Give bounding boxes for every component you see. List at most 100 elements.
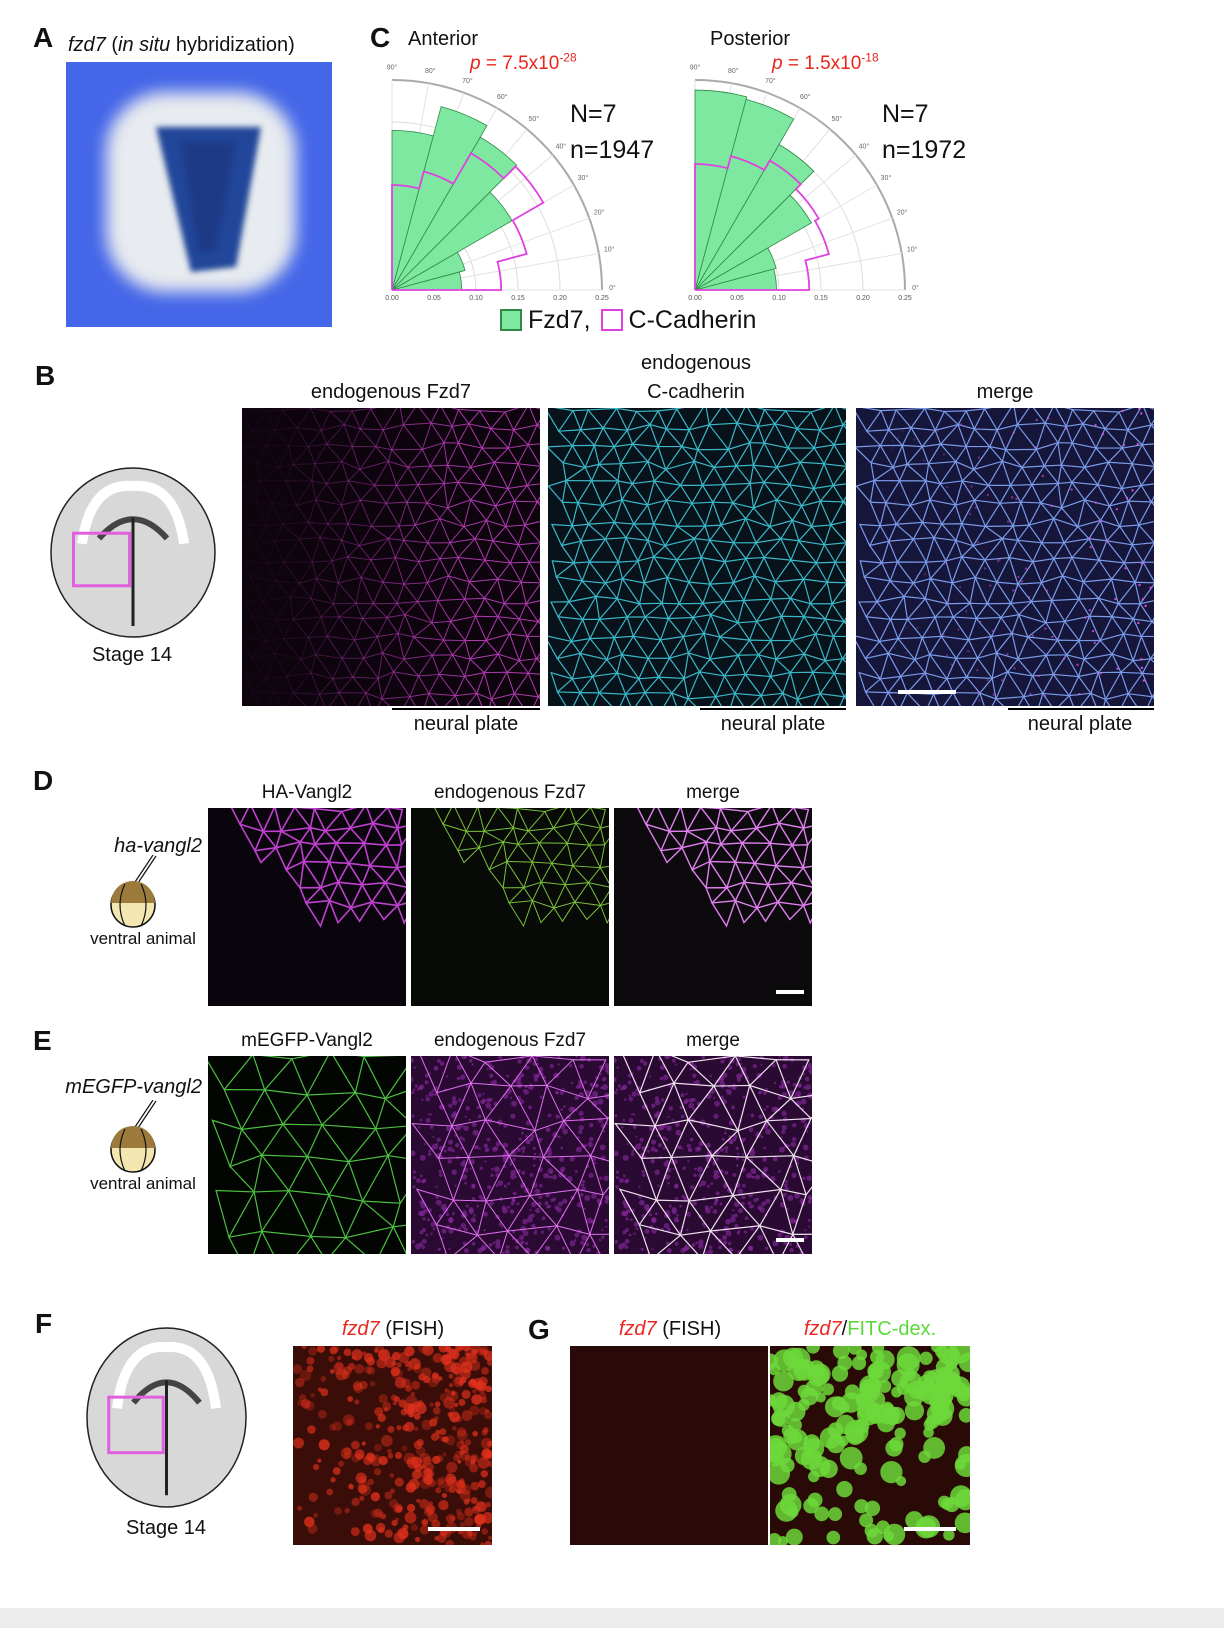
signal-speckle xyxy=(803,1235,808,1240)
cell-outline xyxy=(438,517,465,544)
cell-outline xyxy=(1043,422,1068,444)
cell-outline xyxy=(789,671,814,702)
cell-outline xyxy=(419,408,440,425)
cell-outline xyxy=(483,1056,533,1087)
cell-outline xyxy=(353,635,379,660)
cell-outline xyxy=(802,902,812,925)
cell-outline xyxy=(425,502,449,520)
cell-outline xyxy=(483,559,512,580)
signal-speckle xyxy=(714,1198,719,1203)
cell-outline xyxy=(733,692,763,706)
injected-embryo-icon xyxy=(110,1100,157,1173)
signal-speckle xyxy=(512,1157,516,1162)
cell-outline xyxy=(747,408,766,428)
cell-outline xyxy=(1016,654,1048,677)
signal-speckle xyxy=(557,1063,560,1066)
radial-gridline xyxy=(391,79,603,291)
fzd7-puncta xyxy=(1099,672,1103,675)
signal-speckle xyxy=(425,1118,431,1124)
fish-signal xyxy=(320,1388,329,1397)
cell-outline xyxy=(396,902,406,925)
signal-speckle xyxy=(578,1110,584,1116)
cell-outline xyxy=(887,538,915,564)
signal-speckle xyxy=(799,1198,805,1203)
fish-signal xyxy=(446,1461,458,1473)
cell-outline xyxy=(363,842,388,868)
signal-speckle xyxy=(762,1090,768,1095)
signal-speckle xyxy=(437,1247,441,1252)
signal-speckle xyxy=(698,1239,704,1245)
signal-speckle xyxy=(778,1084,783,1089)
cadherin-outline xyxy=(694,155,830,291)
cell-outline xyxy=(446,499,472,528)
embryo-illustration xyxy=(106,92,296,292)
fish-signal xyxy=(467,1379,477,1388)
cell-outline xyxy=(1116,603,1142,621)
cell-outline xyxy=(892,463,909,483)
cell-outline xyxy=(358,460,390,487)
fzd7-puncta xyxy=(881,487,885,491)
fzd7-puncta xyxy=(959,423,963,426)
signal-speckle xyxy=(714,1100,720,1107)
fish-signal xyxy=(317,1458,322,1463)
signal-speckle xyxy=(715,1191,720,1196)
cell-outline xyxy=(252,1056,294,1092)
title-rest: hybridization) xyxy=(170,34,295,56)
cell-outline xyxy=(538,842,569,865)
cell-outline xyxy=(531,861,553,884)
fish-signal xyxy=(297,1505,303,1511)
fish-signal xyxy=(438,1376,443,1381)
fish-signal xyxy=(482,1512,492,1524)
fish-signal xyxy=(459,1489,471,1501)
signal-speckle xyxy=(605,1225,608,1228)
signal-speckle xyxy=(439,1061,445,1066)
signal-speckle xyxy=(723,1131,727,1135)
cell-outline xyxy=(326,523,349,542)
signal-speckle xyxy=(723,1240,728,1245)
cell-outline xyxy=(708,422,738,451)
cell-outline xyxy=(786,447,816,464)
signal-speckle xyxy=(452,1114,455,1117)
cell-outline xyxy=(668,652,690,680)
signal-speckle xyxy=(436,1137,441,1142)
cell-outline xyxy=(562,1117,609,1157)
signal-speckle xyxy=(429,1113,432,1116)
cell-outline xyxy=(1045,654,1068,676)
cell-outline xyxy=(586,521,616,540)
cell-outline xyxy=(451,423,470,445)
cell-outline xyxy=(470,1082,512,1121)
cell-outline xyxy=(402,422,432,451)
signal-speckle xyxy=(473,1214,476,1217)
merge-micrograph-e xyxy=(614,1056,812,1254)
cadherin-micrograph xyxy=(548,408,846,706)
fzd7-puncta xyxy=(1089,545,1092,549)
cell-outline xyxy=(802,825,812,847)
cell-outline xyxy=(760,692,785,706)
cell-outline xyxy=(548,479,567,504)
signal-speckle xyxy=(631,1091,637,1097)
fzd7-puncta xyxy=(967,489,971,493)
fish-signal xyxy=(367,1366,376,1375)
cell-outline xyxy=(735,422,760,444)
cell-outline xyxy=(925,560,948,580)
fish-signal xyxy=(421,1519,429,1526)
panel-label-d: D xyxy=(33,765,54,796)
cell-outline xyxy=(983,408,1012,431)
cell-outline xyxy=(315,578,339,606)
fish-signal xyxy=(481,1367,489,1375)
panel-label-c: C xyxy=(370,22,391,53)
fzd7-puncta xyxy=(1045,589,1048,592)
signal-speckle xyxy=(628,1118,634,1124)
cell-outline xyxy=(682,632,706,655)
signal-speckle xyxy=(628,1096,634,1102)
cell-membranes xyxy=(856,408,1154,706)
cell-outline xyxy=(932,536,957,563)
cell-outline xyxy=(550,523,574,547)
signal-speckle xyxy=(624,1098,627,1101)
fish-signal xyxy=(404,1511,417,1524)
signal-speckle xyxy=(515,1245,519,1250)
signal-speckle xyxy=(734,1223,739,1229)
fzd7-puncta xyxy=(977,691,980,694)
injection-needle xyxy=(135,855,157,887)
cell-outline xyxy=(720,517,747,544)
